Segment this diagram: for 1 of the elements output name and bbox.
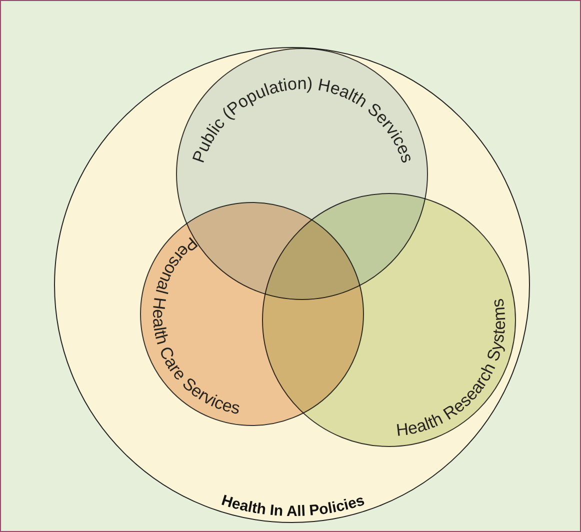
circle-label: Health In All Policies [219,492,367,520]
